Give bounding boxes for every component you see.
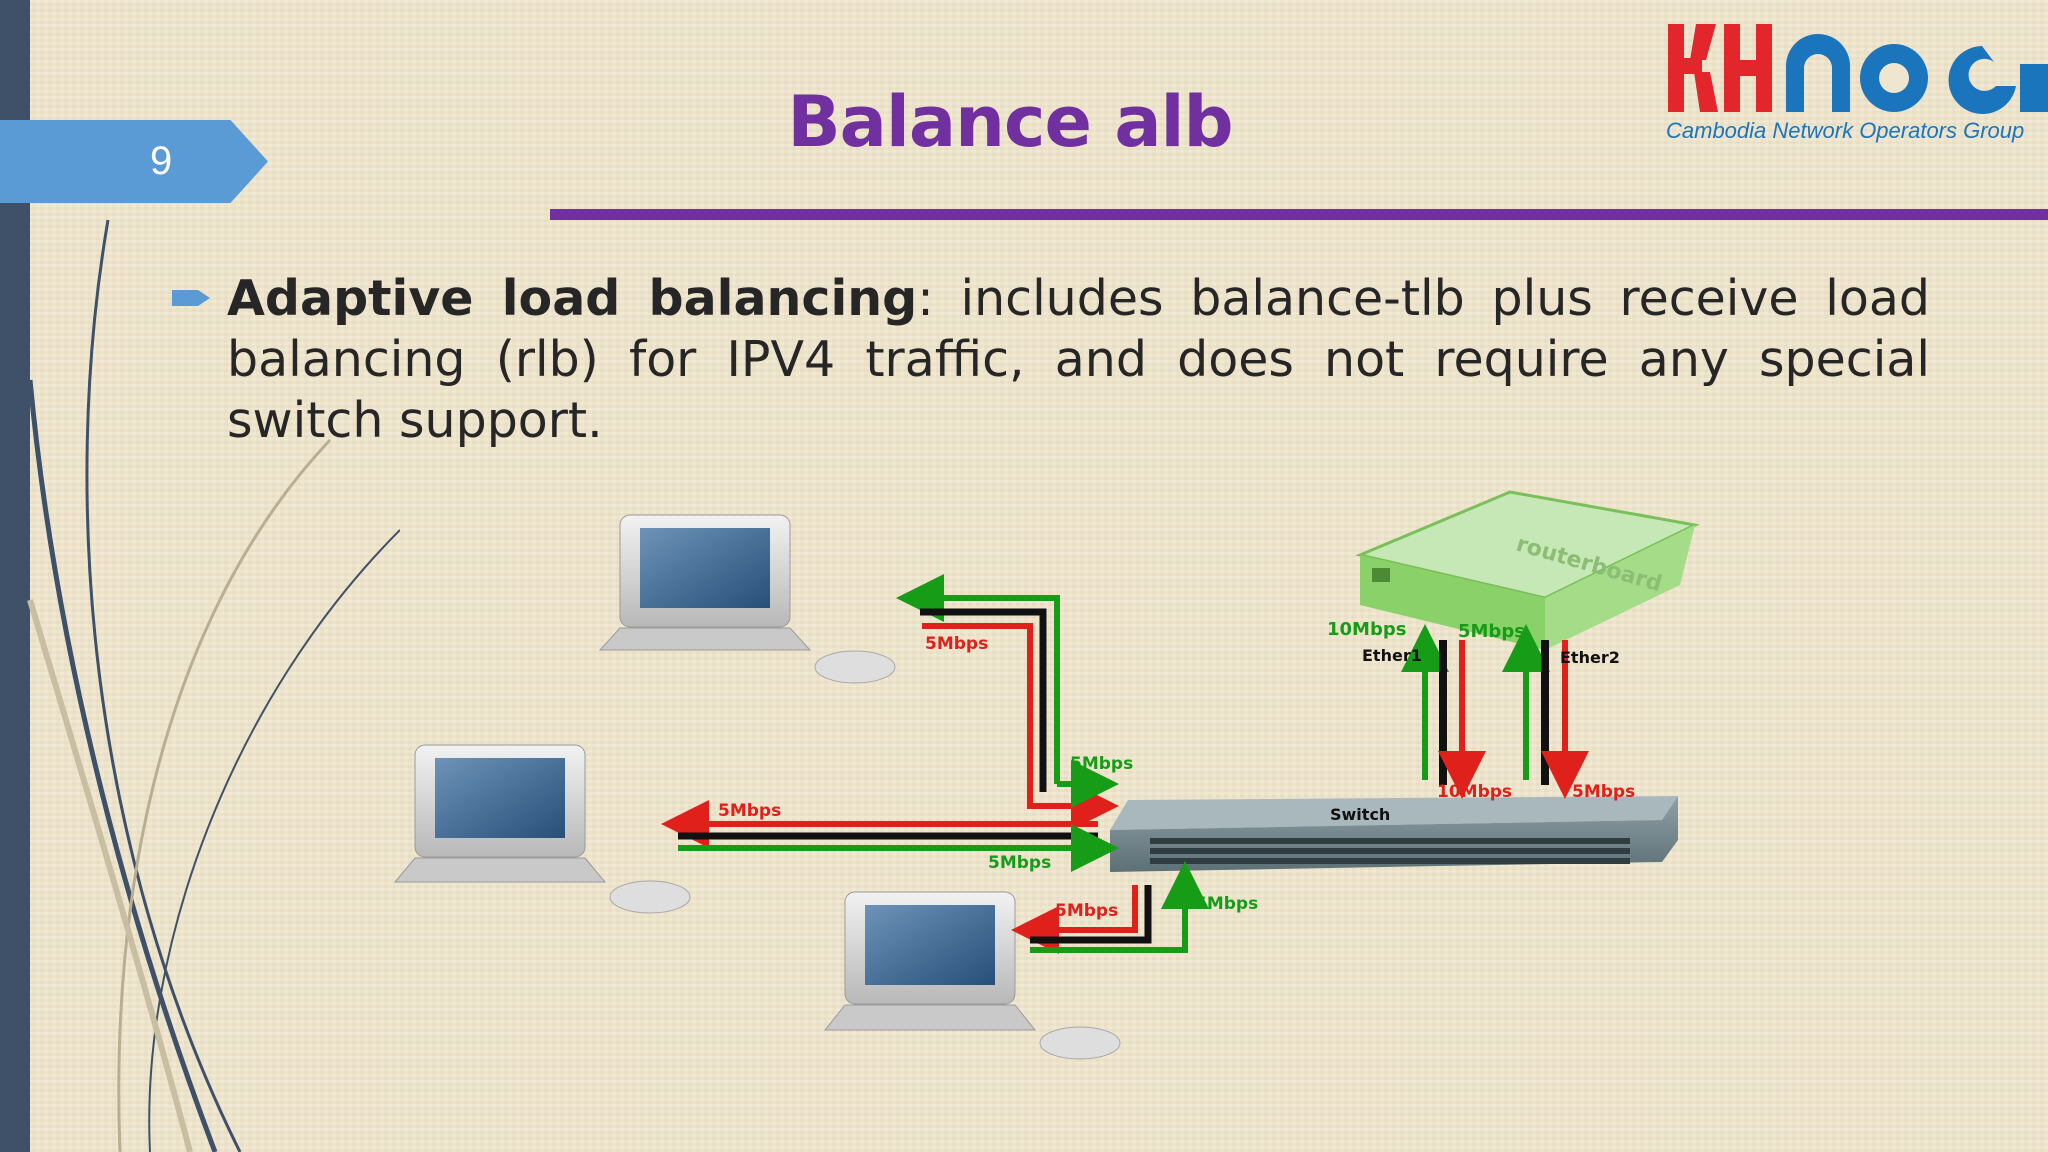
label-bot-pc-out: 5Mbps: [1195, 894, 1258, 914]
link-middle-pc: [661, 800, 1119, 872]
computer-middle: [393, 744, 691, 914]
label-mid-pc-out: 5Mbps: [988, 853, 1051, 873]
title-underline: [550, 209, 2048, 220]
khnog-logo: [1668, 24, 2048, 114]
label-mid-pc-in: 5Mbps: [718, 801, 781, 821]
logo-tagline: Cambodia Network Operators Group: [1666, 118, 2025, 143]
slide-number-tab: [0, 120, 268, 203]
label-ether1: Ether1: [1362, 646, 1422, 665]
label-bot-pc-in: 5Mbps: [1055, 901, 1118, 921]
link-top-pc: [896, 574, 1119, 830]
link-ether1: [1401, 624, 1486, 799]
slide-title: Balance alb: [787, 81, 1233, 163]
label-ether1-up: 10Mbps: [1327, 619, 1406, 640]
label-top-pc-in: 5Mbps: [1070, 754, 1133, 774]
network-switch: Switch: [1110, 796, 1678, 872]
link-bottom-pc: [1011, 861, 1209, 954]
label-ether1-down: 10Mbps: [1437, 782, 1512, 802]
bullet-text: Adaptive load balancing: includes balanc…: [227, 268, 1930, 451]
label-ether2-down: 5Mbps: [1572, 782, 1635, 802]
routerboard: routerboard: [1355, 490, 1700, 650]
computer-bottom: [823, 891, 1121, 1060]
label-top-pc-out: 5Mbps: [925, 634, 988, 654]
slide-number: 9: [150, 139, 173, 183]
bullet-term: Adaptive load balancing: [227, 270, 918, 327]
decorative-swoosh: [27, 219, 400, 1152]
arrow-bullet-icon: [172, 290, 210, 306]
switch-label: Switch: [1330, 805, 1390, 824]
link-ether2: [1502, 624, 1589, 799]
label-ether2-up: 5Mbps: [1458, 621, 1525, 642]
bullet-description: : includes balance-tlb plus receive load…: [227, 270, 1931, 449]
label-ether2: Ether2: [1560, 648, 1620, 667]
computer-top: [598, 514, 896, 684]
